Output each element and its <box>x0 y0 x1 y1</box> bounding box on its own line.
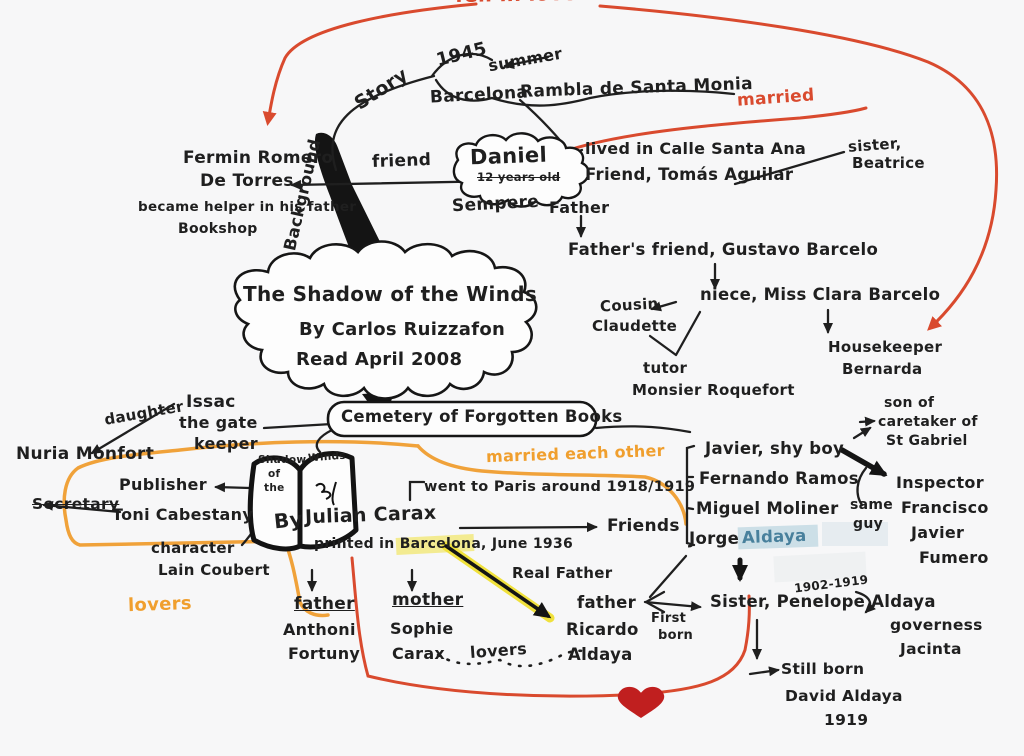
note-same-guy-1: same <box>850 497 894 513</box>
node-fermin-name2: De Torres <box>200 171 294 191</box>
thick-ink-arrows <box>444 447 888 619</box>
red-pen-strokes <box>262 2 999 698</box>
node-lain-coubert: Lain Coubert <box>158 561 270 579</box>
node-jorge-aldaya: Aldaya <box>741 525 807 548</box>
node-roquefort-1: tutor <box>643 359 688 377</box>
node-daniel: Daniel <box>469 142 548 170</box>
label-friend-branch: friend <box>371 149 432 173</box>
node-nuria: Nuria Monfort <box>16 444 155 464</box>
label-mother-u: mother <box>392 590 464 610</box>
node-fernando: Fernando Ramos <box>699 469 859 488</box>
node-miguel: Miguel Moliner <box>696 499 839 518</box>
label-father-u: father <box>294 594 355 614</box>
clipped-top-note: fell in love <box>455 0 577 7</box>
node-sophie-1: Sophie <box>390 619 454 638</box>
node-toni: Toni Cabestany <box>112 505 254 524</box>
node-anthoni-1: Anthoni <box>283 620 356 639</box>
orange-pen-strokes <box>62 439 688 618</box>
blue-highlighter <box>737 522 888 583</box>
label-lovers-black: lovers <box>469 639 528 662</box>
label-first-born-1: First <box>651 611 687 626</box>
node-tomas: Friend, Tomás Aguilar <box>585 165 794 184</box>
heart-icon <box>617 686 665 718</box>
node-jacinta-1: governess <box>890 616 983 634</box>
note-son-of-3: St Gabriel <box>886 433 968 449</box>
node-fumero-3: Javier <box>911 523 965 542</box>
label-printed: printed in Barcelona, June 1936 <box>314 536 574 552</box>
node-beatrice-2: Beatrice <box>852 154 925 172</box>
bookpage-of: of <box>268 468 281 480</box>
fermin-note1: became helper in his father <box>138 199 357 215</box>
open-book-drawing <box>247 451 359 552</box>
label-paris-note: went to Paris around 1918/1919 <box>424 479 696 495</box>
node-anthoni-2: Fortuny <box>288 644 361 663</box>
node-fermin-name1: Fermin Romero <box>183 148 334 168</box>
node-jacinta-2: Jacinta <box>900 640 962 658</box>
node-jorge: Jorge <box>689 529 740 548</box>
cemetery-box <box>326 400 598 438</box>
node-sophie-2: Carax <box>392 644 446 663</box>
label-lovers-orange: lovers <box>127 592 193 617</box>
node-issac-1: Issac <box>186 392 236 412</box>
node-issac-2: the gate <box>179 413 258 432</box>
node-claudette-1: Cousin <box>599 294 659 316</box>
daniel-cloud <box>452 132 590 208</box>
node-claudette-2: Claudette <box>592 317 678 335</box>
label-father: Father <box>549 198 610 217</box>
note-son-of-2: caretaker of <box>878 414 978 430</box>
label-secretary: Secretary <box>32 495 120 513</box>
book-title: The Shadow of the Winds <box>243 282 538 306</box>
label-first-born-2: born <box>658 628 694 643</box>
label-real-father: Real Father <box>512 564 613 582</box>
bookpage-the: the <box>264 482 285 494</box>
node-fumero-1: Inspector <box>896 473 984 492</box>
node-beatrice-1: sister, <box>847 134 902 156</box>
node-cemetery: Cemetery of Forgotten Books <box>341 407 623 426</box>
label-by: By <box>272 506 305 534</box>
node-ricardo-1: Ricardo <box>566 620 639 639</box>
node-david-3: 1919 <box>824 711 869 729</box>
book-author: By Carlos Ruizzafon <box>299 319 506 340</box>
node-fumero-4: Fumero <box>919 548 989 567</box>
node-david-1: Still born <box>781 660 865 678</box>
node-gustavo: Father's friend, Gustavo Barcelo <box>568 240 879 259</box>
note-son-of-1: son of <box>884 395 935 411</box>
fermin-note2: Bookshop <box>178 221 258 237</box>
lovers-dotted-line <box>436 649 592 668</box>
title-cloud <box>233 240 538 400</box>
node-fumero-2: Francisco <box>901 498 989 517</box>
node-roquefort-2: Monsier Roquefort <box>632 381 795 399</box>
node-bernarda-2: Bernarda <box>842 360 923 378</box>
label-sempere: Sempere <box>451 191 540 217</box>
bookpage-winds: Winds <box>307 449 347 465</box>
node-clara: niece, Miss Clara Barcelo <box>700 285 941 304</box>
label-publisher: Publisher <box>119 475 207 494</box>
label-lived-calle: lived in Calle Santa Ana <box>585 139 807 158</box>
label-friends: Friends <box>607 516 680 536</box>
node-penelope: Sister, Penelope Aldaya <box>710 592 936 611</box>
node-julian-carax: Julian Carax <box>304 501 437 529</box>
bookpage-shadow: Shadow <box>258 454 307 466</box>
node-bernarda-1: Housekeeper <box>828 338 943 356</box>
node-issac-3: keeper <box>194 434 258 453</box>
node-javier: Javier, shy boy <box>705 439 845 458</box>
label-father2: father <box>577 593 637 612</box>
note-same-guy-2: guy <box>853 516 884 532</box>
label-character: character <box>151 539 235 557</box>
node-david-2: David Aldaya <box>785 687 903 705</box>
node-ricardo-2: Aldaya <box>568 645 633 664</box>
daniel-age-note: 12 years old <box>477 170 561 184</box>
book-read-date: Read April 2008 <box>296 349 463 370</box>
